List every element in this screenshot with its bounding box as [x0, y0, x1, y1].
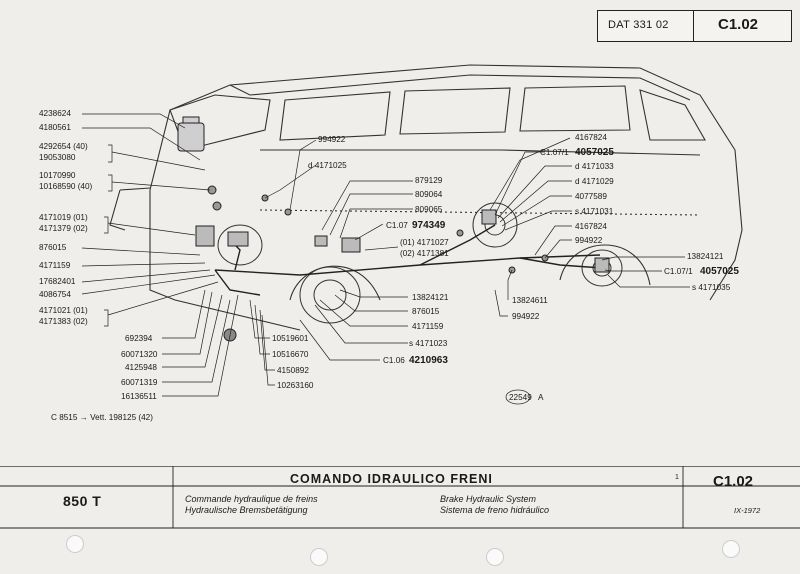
- binder-hole: [66, 535, 84, 553]
- part-label: 13824611: [512, 296, 548, 305]
- part-label: 17682401: [39, 277, 76, 286]
- binder-hole: [310, 548, 328, 566]
- part-label: 60071320: [121, 350, 158, 359]
- part-label: d 4171033: [575, 162, 614, 171]
- leader-lines: [81, 113, 690, 397]
- vett-note: C 8515 → Vett. 198125 (42): [51, 413, 153, 422]
- upper-right-labels: 4167824 d 4171033 d 4171029 4077589 s 41…: [575, 133, 614, 245]
- part-label: s 4171023: [409, 339, 448, 348]
- part-label: 879129: [415, 176, 443, 185]
- part-label: 4167824: [575, 133, 607, 142]
- part-label: 994922: [575, 236, 603, 245]
- part-label: 4167824: [575, 222, 607, 231]
- part-label: 692394: [125, 334, 153, 343]
- part-label: 4171021 (01): [39, 306, 88, 315]
- right-of-center-labels: 13824121 876015 4171159 s 4171023: [409, 293, 449, 348]
- part-label: 13824121: [687, 252, 724, 261]
- stamp-letter: A: [538, 393, 544, 402]
- reservoir: [177, 116, 610, 273]
- part-label: 809065: [415, 205, 443, 214]
- page-code-bottom: C1.02: [713, 473, 754, 490]
- page-title: COMANDO IDRAULICO FRENI: [290, 472, 493, 486]
- dat-label: DAT 331 02: [608, 19, 669, 31]
- c1071-code-right: 4057025: [700, 266, 739, 277]
- part-label: 10170990: [39, 171, 76, 180]
- c107-code: 974349: [412, 220, 446, 231]
- left-labels: 4238624 4180561 4292654 (40) 19053080 10…: [39, 109, 93, 326]
- part-label: 4171159: [39, 261, 71, 270]
- part-label: 10263160: [277, 381, 314, 390]
- part-label: (01) 4171027: [400, 238, 449, 247]
- part-label: 4077589: [575, 192, 607, 201]
- c1071-ref-top: C1.07/1: [540, 148, 569, 157]
- title-german: Hydraulische Bremsbetätigung: [185, 505, 308, 515]
- part-label: 809064: [415, 190, 443, 199]
- front-wheel: [217, 224, 361, 324]
- part-label: 4086754: [39, 290, 71, 299]
- part-label: (02) 4171381: [400, 249, 449, 258]
- part-label: 10168590 (40): [39, 182, 93, 191]
- part-label: 4171379 (02): [39, 224, 88, 233]
- part-label: 4171383 (02): [39, 317, 88, 326]
- page-marker: 1: [675, 474, 679, 481]
- part-label: 4125948: [125, 363, 157, 372]
- stamp-oval: [505, 389, 531, 405]
- part-label: 4238624: [39, 109, 71, 118]
- part-label: s 4171031: [575, 207, 614, 216]
- c107-ref: C1.07: [386, 221, 408, 230]
- part-label: d 4171025: [308, 161, 347, 170]
- brake-system-diagram: 4238624 4180561 4292654 (40) 19053080 10…: [39, 64, 743, 422]
- binder-hole: [722, 540, 740, 558]
- van-body-outline: [109, 64, 743, 331]
- part-label: 994922: [318, 135, 346, 144]
- c106-ref: C1.06: [383, 356, 405, 365]
- binder-hole: [486, 548, 504, 566]
- part-label: 876015: [412, 307, 440, 316]
- c1071-code-top: 4057025: [575, 147, 614, 158]
- part-label: 10519601: [272, 334, 309, 343]
- vehicle-model: 850 T: [63, 493, 102, 509]
- part-label: 4292654 (40): [39, 142, 88, 151]
- bottom-left-labels: 692394 60071320 4125948 60071319 1613651…: [121, 334, 158, 401]
- part-label: 994922: [512, 312, 540, 321]
- part-label: 4180561: [39, 123, 71, 132]
- part-label: d 4171029: [575, 177, 614, 186]
- part-label: 16136511: [121, 392, 157, 401]
- part-label: 876015: [39, 243, 67, 252]
- page-code-top: C1.02: [718, 16, 759, 33]
- part-label: 10516670: [272, 350, 309, 359]
- bottom-mid-labels: 10519601 10516670 4150892 10263160: [272, 334, 314, 390]
- c1071-ref-right: C1.07/1: [664, 267, 693, 276]
- part-label: 4171159: [412, 322, 444, 331]
- title-english: Brake Hydraulic System: [440, 494, 537, 504]
- bracket-marks: [104, 144, 113, 327]
- part-label: 4171019 (01): [39, 213, 88, 222]
- part-label: 13824121: [412, 293, 449, 302]
- center-labels: 879129 809064 809065: [415, 176, 443, 214]
- title-spanish: Sistema de freno hidráulico: [440, 505, 550, 515]
- title-french: Commande hydraulique de freins: [185, 494, 318, 504]
- part-label: 60071319: [121, 378, 158, 387]
- footer-frame: [0, 466, 800, 529]
- part-label: 19053080: [39, 153, 76, 162]
- header-box: DAT 331 02 C1.02: [597, 10, 792, 42]
- c106-code: 4210963: [409, 355, 448, 366]
- part-label: s 4171035: [692, 283, 731, 292]
- stamp-number: 22549: [509, 393, 532, 402]
- header-separator: [693, 11, 695, 41]
- part-label: 4150892: [277, 366, 309, 375]
- print-date: IX-1972: [734, 506, 761, 515]
